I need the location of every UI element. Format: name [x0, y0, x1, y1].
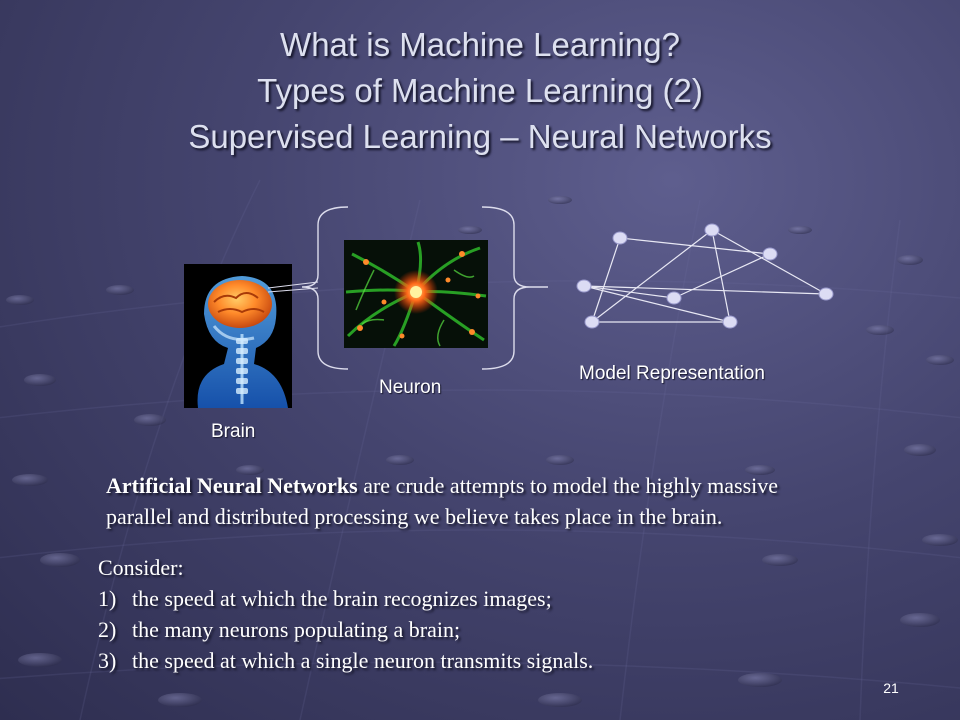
neuron-caption: Neuron	[379, 377, 442, 398]
list-item: 3) the speed at which a single neuron tra…	[98, 645, 918, 676]
right-brace	[481, 206, 548, 370]
graph-node	[666, 291, 682, 305]
consider-block: Consider: 1) the speed at which the brain…	[98, 552, 918, 676]
ann-line-2: parallel and distributed processing we b…	[106, 504, 723, 529]
page-number: 21	[883, 680, 899, 696]
model-caption: Model Representation	[579, 363, 765, 384]
list-item-number: 3)	[98, 648, 117, 673]
left-brace	[301, 206, 349, 370]
graph-node	[576, 279, 592, 293]
title-line-3: Supervised Learning – Neural Networks	[188, 118, 772, 155]
list-item-number: 2)	[98, 617, 117, 642]
ann-paragraph: Artificial Neural Networks are crude att…	[106, 470, 946, 532]
ann-line-1: Artificial Neural Networks are crude att…	[106, 470, 946, 501]
list-item: 2) the many neurons populating a brain;	[98, 614, 918, 645]
list-item-number: 1)	[98, 586, 117, 611]
graph-node	[762, 247, 778, 261]
list-item: 1) the speed at which the brain recognize…	[98, 583, 918, 614]
graph-node	[818, 287, 834, 301]
ann-bold-term: Artificial Neural Networks	[106, 473, 358, 498]
graph-node	[612, 231, 628, 245]
neuron-image	[344, 240, 488, 348]
brain-image	[184, 264, 292, 408]
model-representation-graph	[576, 223, 834, 329]
title-line-1: What is Machine Learning?	[280, 26, 680, 63]
list-item-text: the speed at which the brain recognizes …	[132, 586, 552, 611]
graph-node	[704, 223, 720, 237]
graph-node	[584, 315, 600, 329]
list-item-text: the many neurons populating a brain;	[132, 617, 461, 642]
list-item-text: the speed at which a single neuron trans…	[132, 648, 594, 673]
brain-caption: Brain	[211, 421, 256, 442]
graph-node	[722, 315, 738, 329]
title-line-2: Types of Machine Learning (2)	[257, 72, 703, 109]
consider-heading: Consider:	[98, 555, 184, 580]
ann-line-1-rest: are crude attempts to model the highly m…	[357, 473, 779, 498]
